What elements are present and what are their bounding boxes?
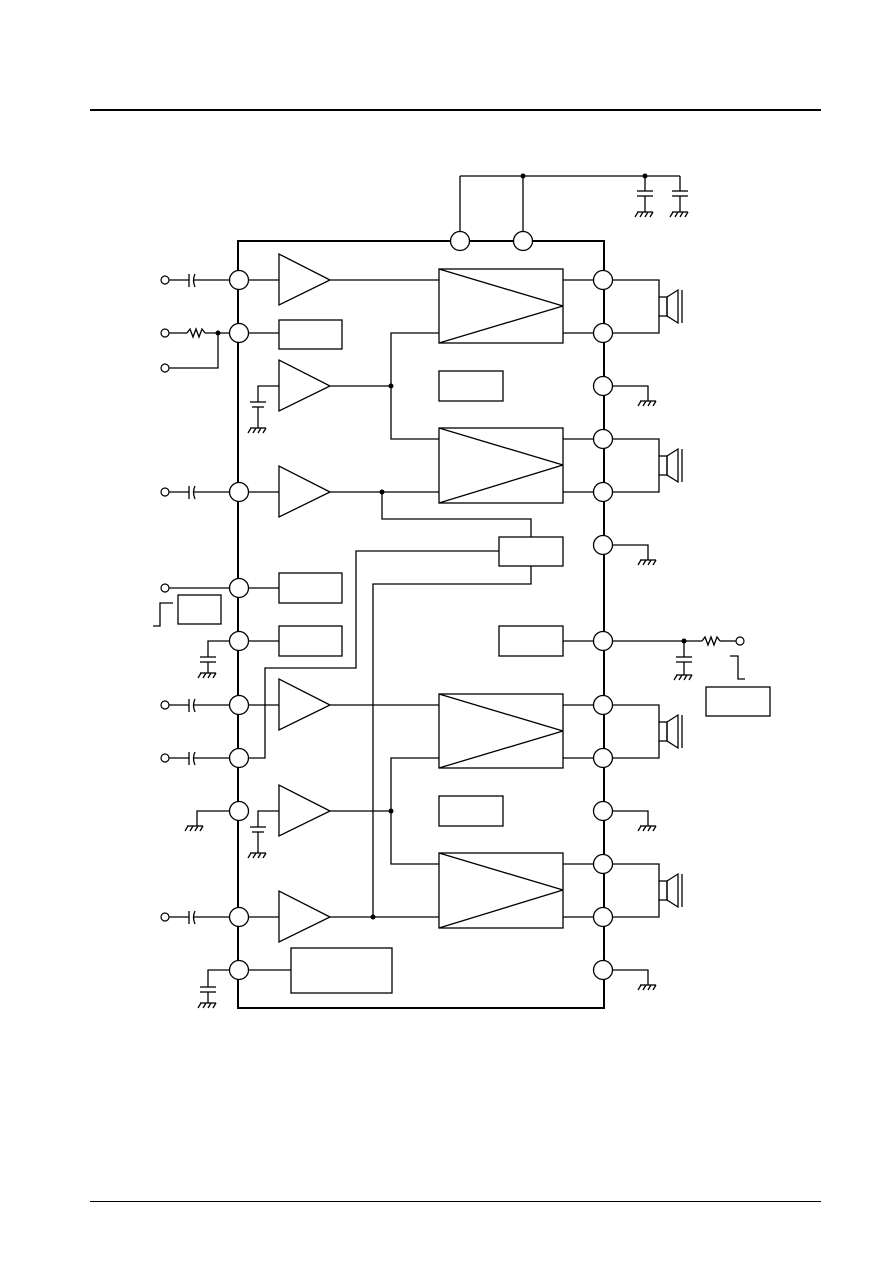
ic-package-outline: [237, 240, 605, 1009]
speaker-4: [613, 863, 683, 918]
pin-input-5: [228, 906, 250, 928]
protection-block-2: [438, 795, 504, 827]
pin-out-3n: [592, 747, 614, 769]
mute-terminal-2: [160, 363, 170, 373]
power-amps: [438, 268, 564, 929]
header-rule: [90, 109, 821, 111]
external-outputs: [613, 279, 745, 991]
left-pins: [228, 269, 250, 981]
input-terminal-5: [160, 912, 170, 922]
pin-standby: [228, 577, 250, 599]
preamp-reference-grounds: [247, 385, 279, 859]
pin-input-1: [228, 269, 250, 291]
pin-ground-in: [228, 800, 250, 822]
preamp-buffers: [278, 252, 332, 944]
standby-terminal: [160, 583, 170, 593]
pin-pgnd-2: [592, 534, 614, 556]
pin-out-1n: [592, 322, 614, 344]
pin-decoupling: [228, 630, 250, 652]
pin-out-2p: [592, 428, 614, 450]
power-amp-2: [438, 427, 564, 504]
pin-pgnd-1: [592, 375, 614, 397]
preamp-triangle-2: [278, 464, 332, 519]
diagnostic-output-block: [498, 625, 564, 657]
bias-block: [278, 625, 343, 657]
pin-control-1: [228, 322, 250, 344]
supply-wiring: [459, 173, 689, 231]
diagnostic-output-circuit: [613, 635, 745, 681]
mute-control-block: [278, 319, 343, 350]
pin-pgnd-4: [592, 959, 614, 981]
footer-rule: [90, 1201, 821, 1202]
input-terminal-4: [160, 753, 170, 763]
preamp-triangle-1: [278, 252, 332, 307]
pin-ripple-filter: [228, 959, 250, 981]
speaker-2: [613, 438, 683, 493]
speaker-1: [613, 279, 683, 334]
preamp-triangle-3: [278, 677, 332, 732]
pin-vcc1: [449, 230, 471, 252]
pin-input-2: [228, 481, 250, 503]
power-amp-4: [438, 852, 564, 929]
pin-input-3: [228, 694, 250, 716]
power-amp-1: [438, 268, 564, 344]
speaker-3: [613, 704, 683, 759]
pin-out-2n: [592, 481, 614, 503]
pin-out-1p: [592, 269, 614, 291]
pin-diag-out: [592, 630, 614, 652]
input-terminal-1: [160, 275, 170, 285]
standby-switch-block: [278, 572, 343, 604]
preamp-triangle-ref-1: [278, 358, 332, 413]
standby-signal-box: [177, 594, 222, 625]
input-terminal-2: [160, 487, 170, 497]
pin-vcc2: [512, 230, 534, 252]
mute-terminal: [160, 328, 170, 338]
ripple-filter-block: [290, 947, 393, 994]
internal-wiring: [248, 279, 594, 971]
preamp-triangle-ref-2: [278, 783, 332, 838]
pin-out-3p: [592, 694, 614, 716]
pin-out-4n: [592, 906, 614, 928]
pin-out-4p: [592, 853, 614, 875]
preamp-triangle-4: [278, 889, 332, 944]
diag-terminal: [735, 636, 745, 646]
power-amp-3: [438, 693, 564, 769]
pin-input-4: [228, 747, 250, 769]
right-pins: [592, 269, 614, 981]
pin-pgnd-3: [592, 800, 614, 822]
diag-signal-box: [705, 686, 771, 717]
external-inputs: [153, 273, 229, 1009]
input-terminal-3: [160, 700, 170, 710]
power-grounds: [613, 385, 657, 991]
protection-block-1: [438, 370, 504, 402]
diagnostic-logic-block: [498, 536, 564, 567]
